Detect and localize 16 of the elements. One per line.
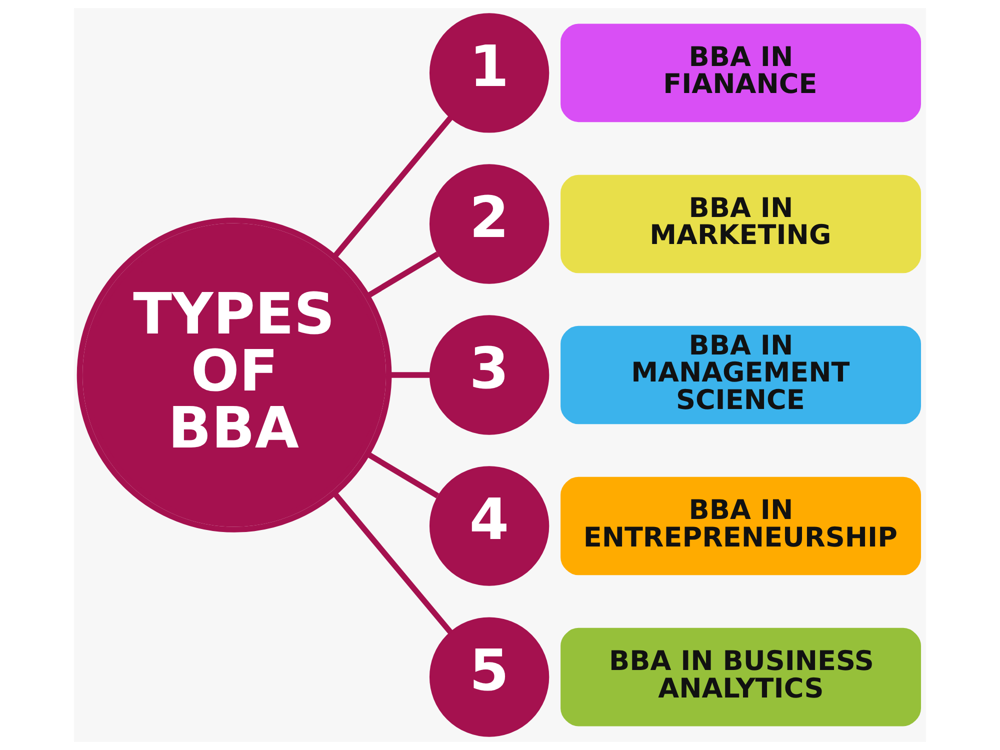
connector	[332, 116, 453, 259]
connector	[332, 491, 453, 634]
connector	[366, 252, 440, 299]
node-box: BBA IN MARKETING	[560, 174, 922, 274]
node-circle: TYPES OF BBA	[76, 218, 392, 532]
connector	[388, 372, 430, 378]
node-box: BBA IN MANAGEMENT SCIENCE	[560, 326, 922, 424]
connector	[366, 451, 440, 498]
node-circle: 3	[429, 315, 550, 435]
node-circle: 1	[429, 13, 550, 133]
node-circle: 5	[429, 617, 550, 737]
node-box: BBA IN FIANANCE	[560, 24, 922, 122]
node-circle: 2	[429, 164, 550, 284]
node-circle: 4	[429, 466, 550, 586]
node-box: BBA IN BUSINESS ANALYTICS	[560, 628, 922, 726]
node-box: BBA IN ENTREPRENEURSHIP	[560, 476, 922, 576]
